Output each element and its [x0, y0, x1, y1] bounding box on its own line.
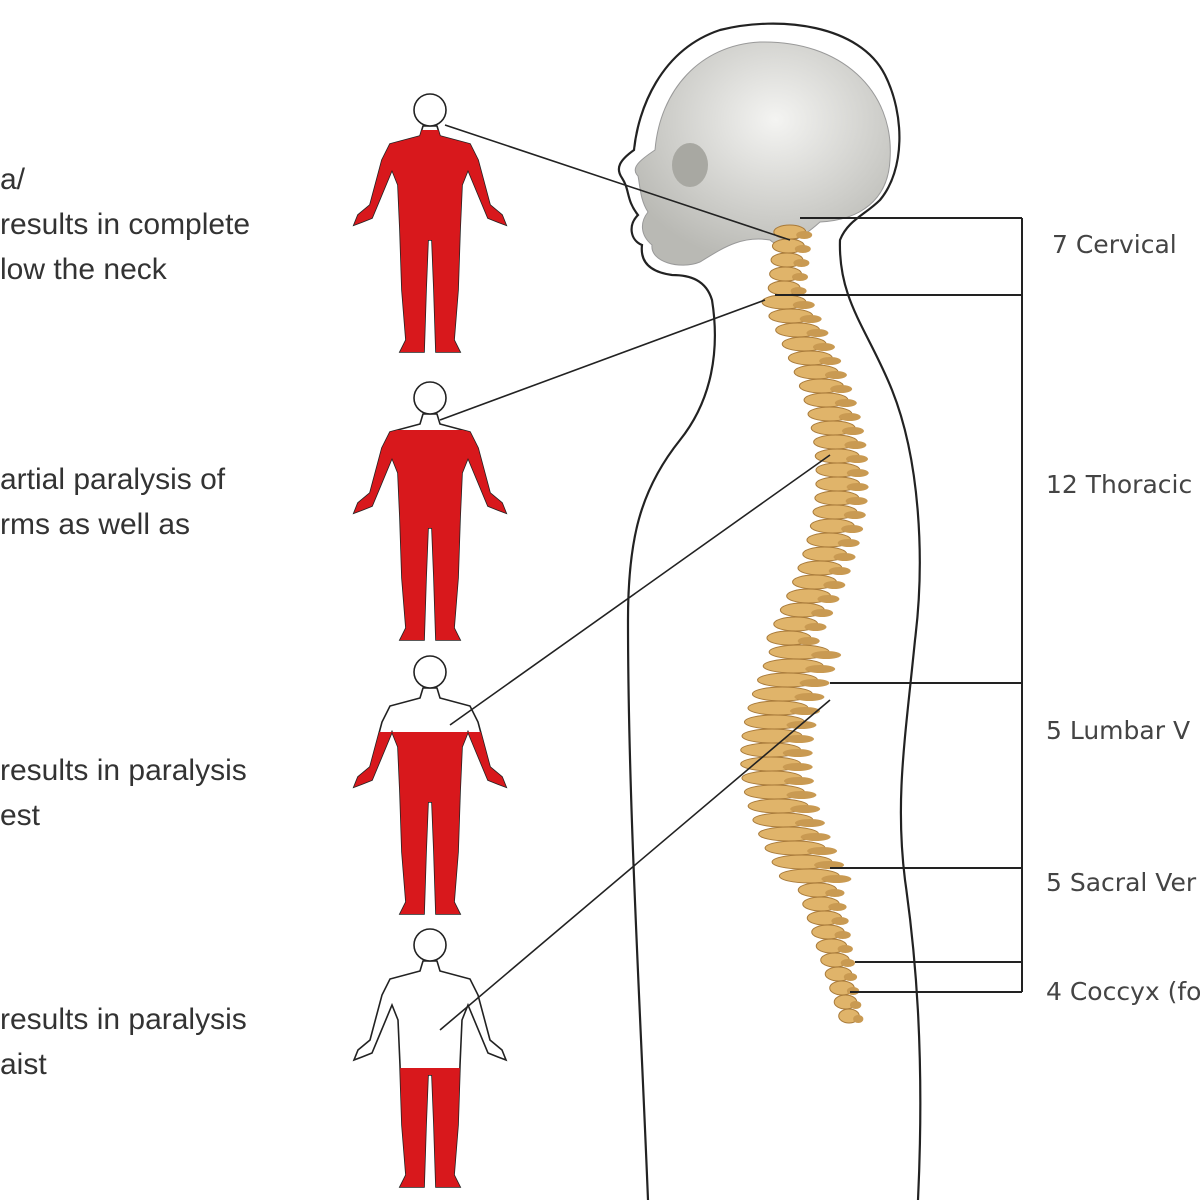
body-figure-4: [352, 928, 508, 1188]
vertebra-process: [796, 231, 813, 239]
label-coccyx: 4 Coccyx (fo: [1046, 977, 1200, 1006]
vertebra-process: [812, 343, 835, 351]
vertebra-process: [837, 539, 860, 547]
description-line: low the neck: [0, 253, 167, 286]
vertebra-process: [846, 483, 869, 491]
body-figures: [352, 93, 508, 1188]
vertebra-process: [837, 945, 853, 953]
vertebra-process: [790, 287, 807, 295]
vertebra-process: [800, 833, 831, 841]
vertebra-process: [794, 693, 825, 701]
vertebra-process: [794, 819, 825, 827]
vertebra-process: [783, 777, 814, 785]
vertebra-process: [846, 455, 869, 463]
description-line: rms as well as: [0, 508, 191, 541]
vertebra-process: [792, 301, 815, 309]
figure-head: [413, 928, 447, 962]
vertebra-process: [782, 763, 813, 771]
vertebra-process: [850, 1001, 862, 1009]
description-line: results in paralysis: [0, 754, 247, 787]
description-line: results in paralysis: [0, 1003, 247, 1036]
description-line: artial paralysis of: [0, 463, 226, 496]
vertebra-process: [844, 441, 867, 449]
figure-head: [413, 655, 447, 689]
description-3: results in paralysis est: [0, 748, 247, 838]
vertebra-process: [843, 973, 858, 981]
vertebra-process: [841, 427, 864, 435]
leader-line: [439, 699, 831, 1031]
vertebra-process: [782, 749, 813, 757]
paralysis-region: [400, 1068, 460, 1187]
description-2: artial paralysis of rms as well as: [0, 457, 225, 547]
vertebral-column: [740, 224, 869, 1024]
vertebra-process: [825, 889, 845, 897]
description-line: est: [0, 799, 41, 832]
vertebra-process: [799, 679, 830, 687]
leader-line: [449, 454, 831, 726]
vertebra-process: [828, 567, 851, 575]
vertebra-process: [833, 553, 856, 561]
vertebra-process: [792, 273, 808, 281]
vertebra-process: [828, 903, 847, 911]
body-figure-2: [352, 381, 508, 641]
vertebra-process: [845, 497, 868, 505]
figure-head: [413, 381, 447, 415]
vertebra-process: [799, 315, 822, 323]
vertebra-process: [790, 805, 821, 813]
label-lumbar: 5 Lumbar V: [1046, 716, 1191, 745]
description-4: results in paralysis aist: [0, 997, 247, 1087]
label-sacral: 5 Sacral Ver: [1046, 868, 1197, 897]
vertebra-process: [793, 259, 810, 267]
body-outline: [617, 22, 922, 1200]
description-1: a/ results in complete low the neck: [0, 157, 250, 292]
vertebra-process: [804, 623, 827, 631]
vertebra-process: [819, 357, 842, 365]
figure-head: [413, 93, 447, 127]
paralysis-region: [354, 130, 506, 352]
vertebra-process: [821, 875, 852, 883]
vertebra-process: [831, 917, 849, 925]
skull-eye-socket: [672, 143, 708, 187]
vertebra-process: [811, 651, 842, 659]
leader-line: [439, 299, 766, 421]
body-figure-3: [352, 655, 508, 915]
body-figure-1: [352, 93, 508, 353]
vertebra-process: [797, 637, 820, 645]
description-line: results in complete: [0, 208, 251, 241]
vertebra-process: [843, 511, 866, 519]
vertebra-process: [841, 525, 864, 533]
vertebra-process: [846, 469, 869, 477]
vertebra-process: [789, 707, 820, 715]
paralysis-region: [354, 430, 506, 640]
vertebra-process: [824, 371, 847, 379]
description-line: aist: [0, 1048, 47, 1081]
label-thoracic: 12 Thoracic: [1046, 470, 1193, 499]
leader-lines: [439, 124, 831, 1031]
vertebra-process: [830, 385, 853, 393]
vertebra-process: [805, 665, 836, 673]
vertebra-process: [823, 581, 846, 589]
leader-line: [444, 124, 791, 241]
vertebra-process: [811, 609, 834, 617]
vertebra-process: [853, 1015, 864, 1023]
vertebra-process: [834, 931, 851, 939]
paralysis-region: [354, 732, 506, 914]
vertebra-process: [806, 329, 829, 337]
region-brackets: [775, 217, 1023, 993]
vertebra-process: [794, 245, 811, 253]
vertebra-process: [838, 413, 861, 421]
vertebra-process: [807, 847, 838, 855]
label-cervical: 7 Cervical: [1052, 230, 1177, 259]
vertebra-process: [834, 399, 857, 407]
vertebra-process: [817, 595, 840, 603]
vertebra-process: [784, 735, 815, 743]
description-line: a/: [0, 163, 26, 196]
vertebra-process: [840, 959, 855, 967]
vertebra-process: [786, 791, 817, 799]
